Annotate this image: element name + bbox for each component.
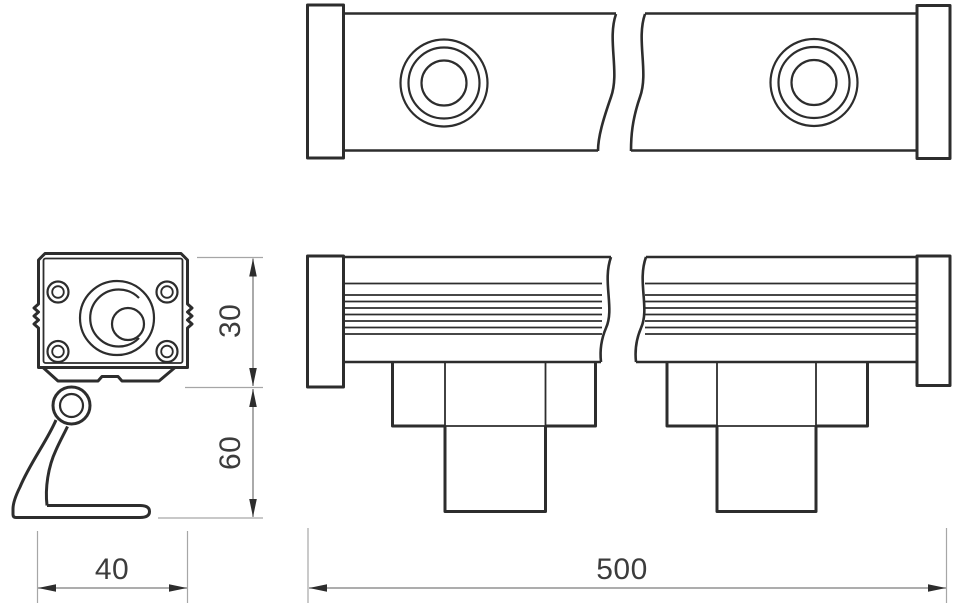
front-bracket-1 xyxy=(391,362,597,513)
screw-hole xyxy=(155,280,179,304)
lens-inner-ring xyxy=(420,59,468,107)
top-view-break-curve-1 xyxy=(596,13,618,152)
screw-hole xyxy=(46,339,70,364)
top-view-left-endcap xyxy=(306,3,345,160)
top-view-right-lens xyxy=(769,37,859,128)
dimension-label-profile-height: 30 xyxy=(214,304,247,338)
led-circle xyxy=(110,306,146,342)
bracket-leg-inner-edge xyxy=(44,425,69,506)
screw-hole-bore xyxy=(51,285,65,299)
bracket-plate xyxy=(391,362,597,428)
front-view-break-curve-1 xyxy=(599,256,613,363)
lens-section xyxy=(78,279,156,357)
arrowhead-60-down xyxy=(249,499,257,517)
dimension-arrowheads xyxy=(38,258,946,592)
arrowhead-40-left xyxy=(38,584,56,592)
arrowhead-500-left xyxy=(309,584,327,592)
arrowhead-500-right xyxy=(928,584,946,592)
dimension-label-overall-length: 500 xyxy=(596,553,648,586)
front-view-left-endcap xyxy=(306,254,345,389)
corner-screw-holes xyxy=(46,280,179,364)
arrowhead-60-up xyxy=(249,389,257,407)
dimension-labels: 30 60 40 500 xyxy=(95,304,648,586)
lens-outer-ring xyxy=(399,38,489,128)
lens-middle-ring xyxy=(777,45,851,120)
front-view-ribs xyxy=(343,282,917,335)
screw-hole-bore xyxy=(160,344,174,359)
top-view xyxy=(306,3,952,160)
profile-outer-contour xyxy=(32,252,194,369)
lens-outer-circle xyxy=(78,279,156,357)
extension-lines xyxy=(36,256,948,603)
lens-middle-ring xyxy=(407,46,481,120)
lens-crescent-arc xyxy=(89,288,140,348)
dimension-label-mount-height: 60 xyxy=(214,436,247,470)
arrowhead-30-up xyxy=(249,258,257,277)
profile-bottom-boss xyxy=(41,366,176,383)
front-view-break-curve-2 xyxy=(634,256,648,363)
dimension-lines xyxy=(38,258,946,589)
front-view-right-endcap xyxy=(915,254,952,387)
front-bracket-2 xyxy=(665,362,869,513)
bracket-block xyxy=(443,426,547,513)
bracket-plate xyxy=(665,362,869,428)
top-view-right-endcap xyxy=(915,4,952,160)
front-view xyxy=(306,254,952,513)
arrowhead-40-right xyxy=(169,584,187,592)
dimension-label-profile-width: 40 xyxy=(95,553,129,586)
screw-hole-bore xyxy=(51,344,65,359)
top-view-left-lens xyxy=(399,38,489,128)
screw-hole xyxy=(155,339,179,364)
screw-hole xyxy=(46,280,70,304)
lens-outer-ring xyxy=(769,37,859,128)
profile-inner-wall xyxy=(42,257,184,364)
top-view-break-curve-2 xyxy=(629,13,647,152)
side-section-view xyxy=(11,252,194,519)
bracket-hinge-pin xyxy=(58,392,85,419)
bracket-leg-and-foot xyxy=(11,419,151,519)
bracket-block xyxy=(715,426,818,513)
lens-inner-ring xyxy=(790,58,838,107)
screw-hole-bore xyxy=(160,285,174,299)
bracket-hinge-knuckle xyxy=(51,385,92,426)
arrowhead-30-down xyxy=(249,368,257,386)
